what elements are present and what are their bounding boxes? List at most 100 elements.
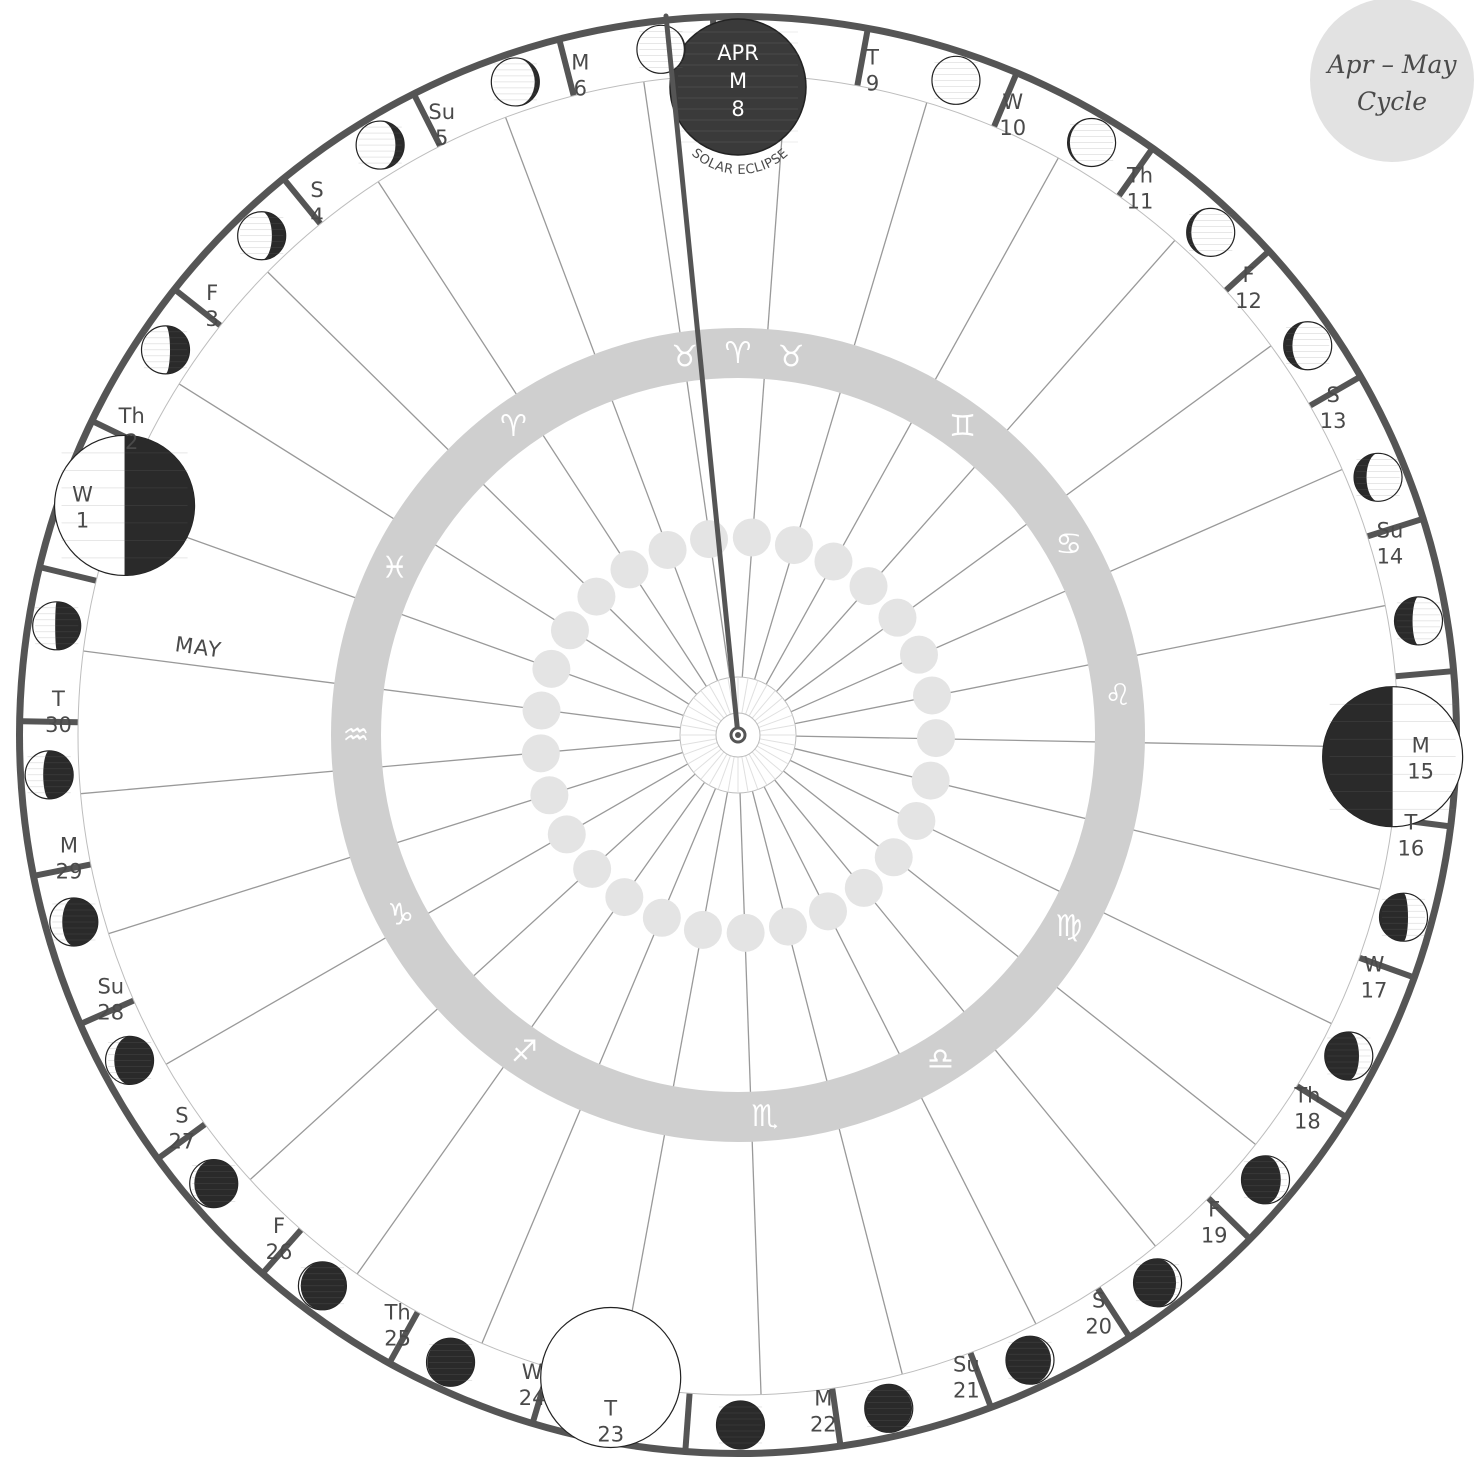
phase-dot (897, 801, 936, 840)
phase-dot (774, 526, 813, 565)
day-cell-10 (1066, 117, 1117, 168)
phase-dot (530, 776, 569, 815)
moon-shadow (1186, 208, 1211, 257)
moon-shadow (1354, 453, 1379, 502)
day-cell-27 (104, 1035, 155, 1086)
day-number: 14 (1377, 545, 1404, 569)
day-cell-26 (189, 1158, 239, 1209)
cell-divider (829, 1387, 844, 1445)
phase-dot (683, 910, 722, 949)
phase-dot (844, 868, 883, 907)
cell-divider (282, 178, 323, 226)
moon-shadow (1324, 1031, 1360, 1080)
zodiac-aquarius-icon: ♒ (343, 718, 370, 753)
phase-dot (726, 913, 765, 952)
weekday-label: W (72, 482, 93, 506)
day-cell-23 (540, 1306, 682, 1449)
start-weekday: M (729, 69, 747, 93)
cell-divider (1308, 375, 1361, 409)
title-line2: Cycle (1357, 87, 1427, 116)
day-number: 26 (266, 1240, 293, 1264)
weekday-label: W (522, 1360, 543, 1384)
day-cell-8 (669, 18, 807, 156)
hub-ray (759, 738, 796, 746)
phase-dot (573, 849, 612, 888)
hub-ray (680, 724, 717, 732)
phase-dot (550, 611, 589, 650)
moon-disc (490, 57, 540, 107)
moon-shadow (124, 435, 195, 576)
zodiac-scorpio-icon: ♏ (751, 1099, 778, 1134)
weekday-label: T (865, 45, 879, 69)
moon-shadow (62, 897, 98, 946)
day-cell-2 (140, 325, 191, 375)
zodiac-aries-icon: ♈ (725, 336, 752, 371)
day-number: 24 (519, 1386, 546, 1410)
moon-shadow (194, 1159, 238, 1208)
cell-divider (261, 1227, 304, 1274)
day-cell-5 (490, 57, 540, 107)
phase-dot (642, 898, 681, 937)
zodiac-aries-icon: ♈ (500, 409, 527, 444)
phase-dots (521, 518, 955, 952)
day-cell-3 (237, 211, 287, 261)
hub-ray (741, 677, 749, 714)
weekday-label: T (1403, 810, 1417, 834)
title-badge (1310, 0, 1474, 162)
hub-rays (680, 677, 796, 793)
hub-ray (717, 680, 731, 715)
day-cell-14 (1393, 596, 1444, 646)
moon-shadow (55, 601, 81, 650)
phase-dot (913, 676, 952, 715)
weekday-label: Su (953, 1353, 980, 1377)
day-cell-28 (49, 897, 99, 947)
day-cell-16 (1378, 892, 1429, 942)
cell-divider (157, 1121, 207, 1160)
day-number: 28 (97, 1001, 124, 1025)
weekday-label: W (1364, 953, 1385, 977)
moon-shadow (380, 121, 405, 170)
cell-divider (682, 1393, 693, 1450)
moon-shadow (1322, 686, 1393, 827)
weekday-label: T (603, 1397, 617, 1421)
cell-divider (1295, 1083, 1346, 1119)
hub-ray (693, 697, 722, 722)
cell-divider (967, 1351, 993, 1407)
phase-dot (849, 567, 888, 606)
day-cell-15 (1322, 686, 1464, 828)
weekday-label: S (310, 178, 323, 202)
hub-ray (680, 738, 717, 746)
start-pointer (663, 13, 741, 738)
zodiac-taurus-icon: ♉ (671, 340, 698, 375)
day-cell-30 (32, 601, 82, 651)
weekday-label: Su (1377, 519, 1404, 543)
phase-dot (521, 734, 560, 773)
weekday-label: Th (118, 404, 145, 428)
cell-divider (1223, 250, 1270, 293)
day-cell-13 (1353, 452, 1403, 502)
day-cell-17 (1324, 1031, 1374, 1081)
day-number: 5 (435, 126, 448, 150)
hub-ray (708, 684, 728, 717)
weekday-label: S (175, 1103, 188, 1127)
moon-shadow (1283, 321, 1308, 370)
hub-ray (756, 705, 789, 725)
zodiac-leo-icon: ♌ (1104, 678, 1131, 713)
day-number: 20 (1085, 1314, 1112, 1338)
zodiac-virgo-icon: ♍ (1055, 909, 1082, 944)
moon-shadow (427, 1338, 475, 1387)
weekday-label: M (60, 834, 78, 858)
weekday-label: W (1002, 90, 1023, 114)
cell-divider (854, 30, 871, 87)
day-cell-4 (355, 120, 405, 170)
day-number: 12 (1235, 289, 1262, 313)
cell-divider (174, 288, 223, 328)
day-cell-21 (864, 1383, 914, 1433)
start-day: 8 (731, 97, 744, 121)
day-cell-20 (1005, 1335, 1055, 1385)
cell-divider (1116, 148, 1154, 198)
weekday-label: F (206, 281, 218, 305)
moon-shadow (165, 325, 190, 374)
zodiac-capricorn-icon: ♑ (387, 897, 414, 932)
zodiac-taurus-icon: ♉ (778, 340, 805, 375)
